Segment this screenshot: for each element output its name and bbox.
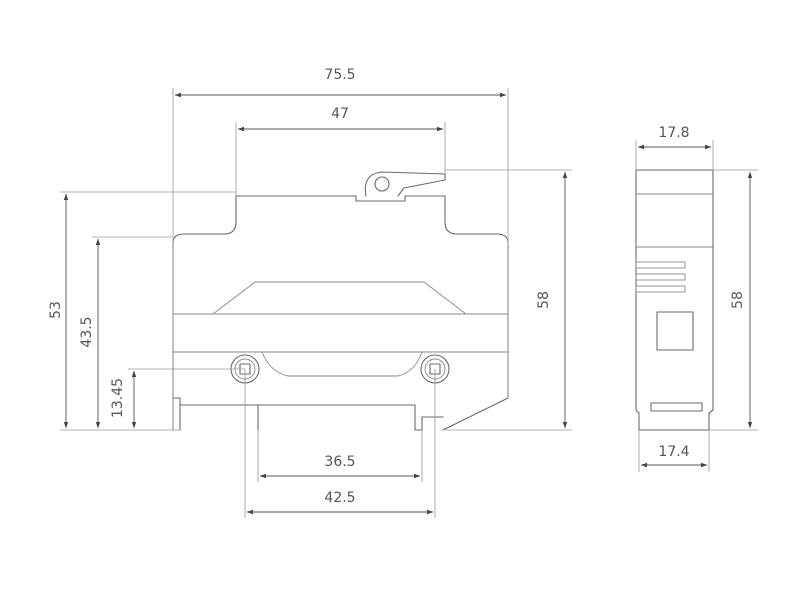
front-extension-lines [60, 88, 572, 518]
side-bottom-slot [650, 402, 703, 412]
side-body-outline [635, 169, 714, 431]
label-side-height: 58 [730, 291, 746, 309]
side-extension-lines [635, 140, 758, 472]
label-terminal-height: 13.45 [110, 378, 126, 418]
side-vent-slots [635, 261, 686, 293]
side-window [656, 311, 694, 351]
label-terminal-inner: 36.5 [324, 454, 355, 470]
label-side-bottom-width: 17.4 [658, 444, 689, 460]
toggle-lever [364, 171, 446, 197]
label-side-top-width: 17.8 [658, 125, 689, 141]
front-view: 75.5 47 58 53 43.5 13.45 36.5 42.5 [48, 67, 572, 518]
front-body-outline [172, 195, 509, 431]
front-terminal-profile [261, 351, 423, 377]
label-height-mid: 43.5 [79, 316, 95, 347]
label-height-left: 53 [48, 301, 64, 319]
front-base-outline [172, 397, 444, 431]
label-overall-width: 75.5 [324, 67, 355, 83]
label-terminal-outer: 42.5 [324, 490, 355, 506]
label-height-front: 58 [536, 291, 552, 309]
label-top-width: 47 [331, 106, 349, 122]
front-raised-profile [212, 281, 467, 315]
side-view: 17.8 17.4 58 [635, 125, 758, 472]
